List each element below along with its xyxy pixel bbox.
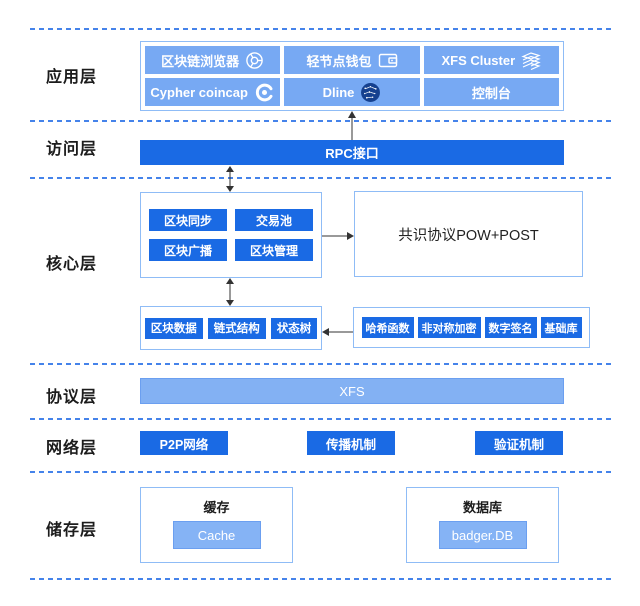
application-layer-box: 区块链浏览器 轻节点钱包 XFS Cluster — [140, 41, 564, 111]
arrow-crypto-to-data — [322, 324, 353, 342]
dashed-separator — [30, 177, 611, 179]
xfs-protocol-bar: XFS — [140, 378, 564, 404]
consensus-box: 共识协议POW+POST — [354, 191, 583, 277]
data-component: 链式结构 — [207, 317, 266, 339]
cache-title: 缓存 — [203, 500, 230, 515]
layer-label-storage: 储存层 — [46, 522, 98, 539]
app-item-label: 控制台 — [471, 85, 511, 101]
app-item-cypher-coincap: Cypher coincap — [145, 78, 281, 106]
crypto-component: 哈希函数 — [361, 317, 414, 338]
crypto-component: 非对称加密 — [417, 317, 481, 338]
chrome-browser-icon — [245, 51, 264, 70]
core-data-box: 区块数据 链式结构 状态树 — [140, 306, 322, 350]
app-item-xfs-cluster: XFS Cluster — [423, 46, 559, 74]
network-propagation-button: 传播机制 — [307, 431, 395, 455]
dashed-separator — [30, 120, 611, 122]
storage-cache-box: 缓存 Cache — [140, 487, 293, 563]
app-item-label: XFS Cluster — [441, 52, 516, 68]
app-item-block-explorer: 区块链浏览器 — [145, 46, 281, 74]
globe-network-icon — [360, 82, 381, 103]
data-component: 状态树 — [270, 317, 318, 339]
layer-label-network: 网络层 — [46, 440, 98, 457]
rpc-interface-bar: RPC接口 — [140, 140, 564, 165]
core-module: 区块同步 — [149, 209, 227, 231]
cache-button: Cache — [172, 521, 261, 549]
core-module: 区块广播 — [149, 239, 227, 261]
crypto-component: 基础库 — [540, 317, 582, 338]
arrow-rpc-to-application — [347, 111, 357, 145]
app-item-label: Dline — [322, 84, 355, 100]
core-crypto-box: 哈希函数 非对称加密 数字签名 基础库 — [353, 307, 590, 348]
layer-label-protocol: 协议层 — [46, 389, 98, 406]
dashed-separator — [30, 471, 611, 473]
layer-label-application: 应用层 — [46, 69, 98, 86]
network-p2p-button: P2P网络 — [140, 431, 228, 455]
core-modules-box: 区块同步 交易池 区块广播 区块管理 — [140, 192, 322, 278]
arrow-core-data-bidirectional — [225, 278, 235, 311]
dashed-separator — [30, 578, 611, 580]
database-button: badger.DB — [438, 521, 527, 549]
data-component: 区块数据 — [144, 317, 203, 339]
dashed-separator — [30, 418, 611, 420]
network-verification-button: 验证机制 — [475, 431, 563, 455]
app-item-dline: Dline — [284, 78, 420, 106]
core-module: 交易池 — [235, 209, 313, 231]
app-item-light-wallet: 轻节点钱包 — [284, 46, 420, 74]
dashed-separator — [30, 28, 611, 30]
app-item-console: 控制台 — [423, 78, 559, 106]
crypto-component: 数字签名 — [484, 317, 537, 338]
storage-database-box: 数据库 badger.DB — [406, 487, 559, 563]
layer-label-core: 核心层 — [46, 256, 98, 273]
app-item-label: 区块链浏览器 — [161, 53, 240, 69]
coincap-icon — [254, 82, 275, 103]
database-title: 数据库 — [462, 500, 502, 515]
arrow-rpc-core-bidirectional — [225, 166, 235, 197]
arrow-modules-to-consensus — [322, 228, 354, 246]
wallet-icon — [378, 52, 398, 69]
core-module: 区块管理 — [235, 239, 313, 261]
layer-label-access: 访问层 — [46, 141, 98, 158]
app-item-label: Cypher coincap — [150, 84, 248, 100]
layers-stack-icon — [521, 51, 541, 70]
app-item-label: 轻节点钱包 — [306, 53, 372, 69]
dashed-separator — [30, 363, 611, 365]
